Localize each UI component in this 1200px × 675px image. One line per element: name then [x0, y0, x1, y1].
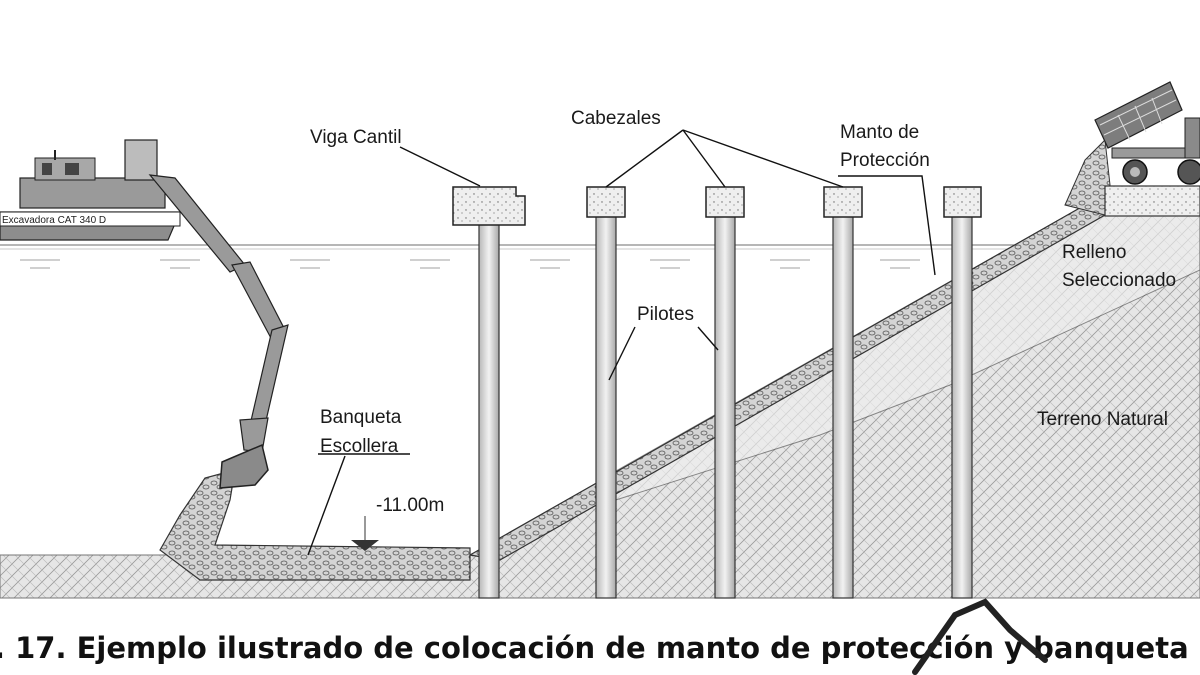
- label-terreno: Terreno Natural: [1037, 409, 1168, 430]
- excavator-tag: Excavadora CAT 340 D: [2, 215, 106, 226]
- quay-platform: [1104, 185, 1200, 217]
- label-manto-1: Manto de: [840, 122, 919, 143]
- pile-5: [951, 215, 973, 599]
- cantil-beam: [452, 186, 526, 226]
- pile-4: [832, 215, 854, 599]
- dumped-fill: [1064, 138, 1111, 216]
- depth-marker-icon: [351, 540, 379, 551]
- watermark-mark: [912, 598, 1048, 675]
- piles: [478, 215, 973, 599]
- cap-4: [823, 186, 863, 218]
- label-viga-cantil: Viga Cantil: [310, 127, 402, 148]
- leader-lines: [307, 129, 936, 556]
- label-manto-2: Protección: [840, 150, 930, 171]
- dump-truck: [1094, 81, 1200, 185]
- cap-5: [943, 186, 982, 218]
- pile-caps: [452, 186, 982, 226]
- cap-2: [586, 186, 626, 218]
- rubble-berm: [159, 469, 471, 581]
- label-cabezales: Cabezales: [571, 108, 661, 129]
- cap-3: [705, 186, 745, 218]
- water-surface: [0, 244, 1060, 269]
- label-depth: -11.00m: [376, 495, 444, 516]
- pile-1: [478, 223, 500, 599]
- excavator-barge: [0, 139, 289, 489]
- label-relleno-2: Seleccionado: [1062, 270, 1176, 291]
- label-banqueta-2: Escollera: [320, 436, 399, 457]
- pile-3: [714, 215, 736, 599]
- pile-2: [595, 215, 617, 599]
- figure-caption: . 17. Ejemplo ilustrado de colocación de…: [0, 631, 1200, 665]
- label-relleno-1: Relleno: [1062, 242, 1126, 263]
- label-pilotes: Pilotes: [637, 304, 694, 325]
- label-banqueta-1: Banqueta: [320, 407, 402, 428]
